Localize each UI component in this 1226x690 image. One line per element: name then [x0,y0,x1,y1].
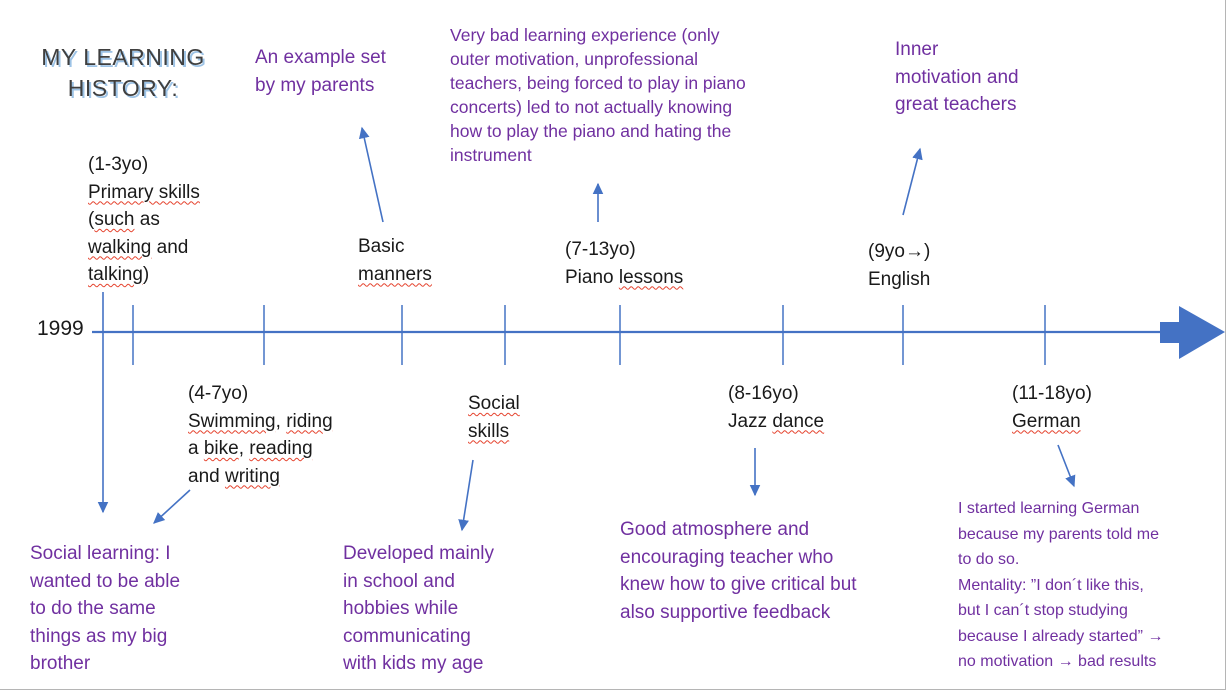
page-title: MY LEARNING HISTORY: [41,44,205,101]
note-good-atmosphere: Good atmosphere and encouraging teacher … [620,519,857,623]
arrow-swimming-to-social-learning-note [153,489,191,524]
event-piano-lessons: (7-13yo)Piano lessons [565,239,684,288]
event-english: (9yo→)English [868,241,931,290]
note-example-set-by-parents: An example set by my parents [255,47,386,96]
arrow-social-skills-to-developed-note [458,459,474,532]
timeline-ticks [132,305,1046,365]
arrow-english-to-english-note [902,147,923,216]
note-started-german: I started learning German because my par… [958,500,1164,670]
note-inner-motivation: Inner motivation and great teachers [895,39,1019,115]
arrow-german-to-german-note [1057,444,1076,488]
arrow-manners-to-example-note [358,126,384,223]
note-developed-in-school: Developed mainly in school and hobbies w… [343,543,495,674]
note-social-learning: Social learning: I wanted to be able to … [30,543,181,674]
event-jazz-dance: (8-16yo)Jazz dance [728,383,825,432]
note-bad-piano-experience: Very bad learning experience (only outer… [450,25,746,165]
timeline-arrowhead [1160,306,1225,359]
event-german: (11-18yo)German [1012,383,1092,432]
timeline-year-label: 1999 [37,317,84,340]
